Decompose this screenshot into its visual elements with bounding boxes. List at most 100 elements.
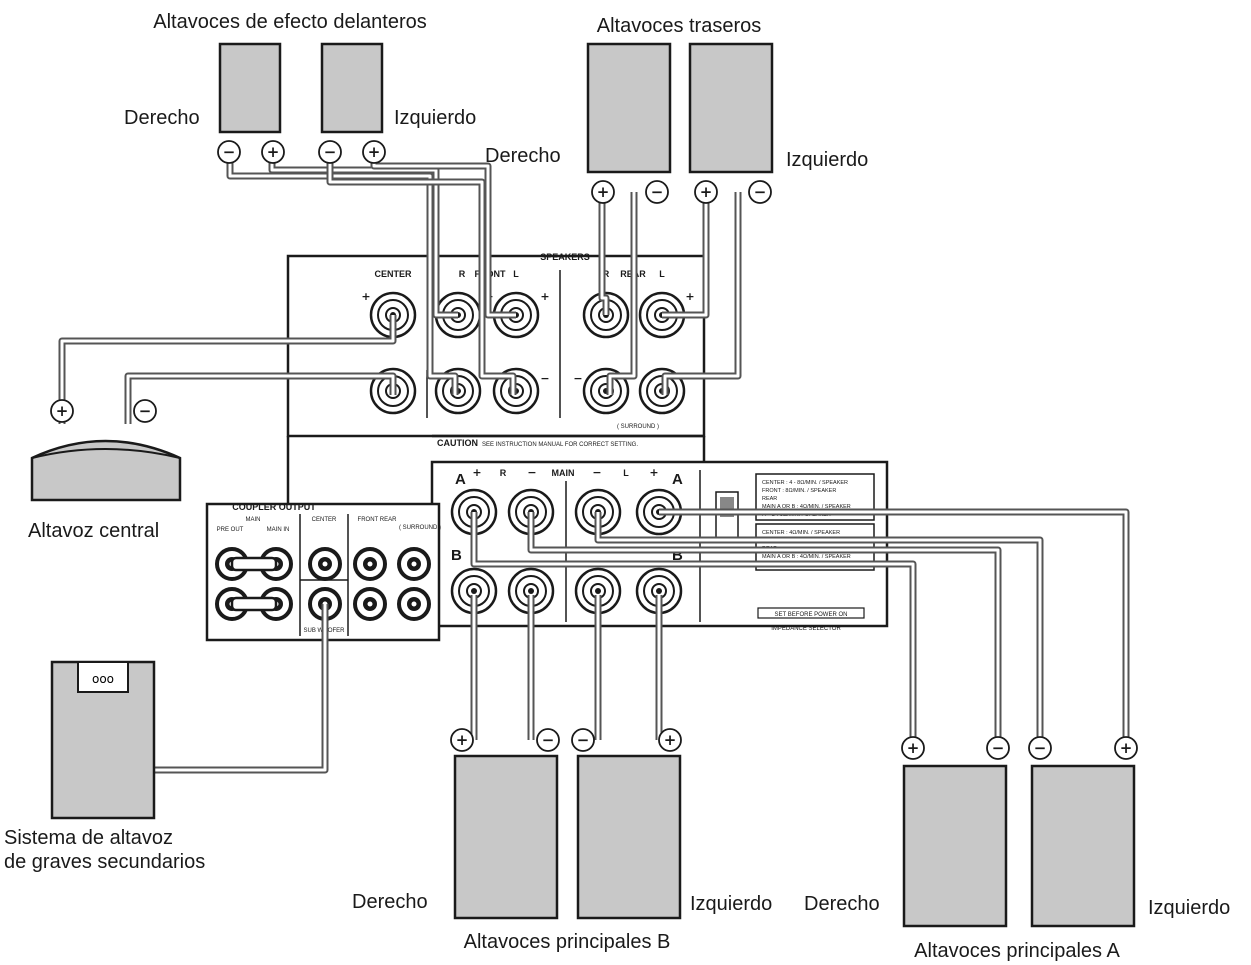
rear-l-minus-marker: − xyxy=(748,180,772,204)
minus-sign: − xyxy=(651,183,664,201)
plus-sign: + xyxy=(907,739,920,757)
impedance-spec-line: CENTER : 4 - 8Ω/MIN. / SPEAKER xyxy=(762,480,848,486)
main-a-right-speaker xyxy=(902,764,1008,928)
plus-terminal-sign: + xyxy=(649,466,658,479)
front-jack-top[interactable] xyxy=(353,547,387,581)
front-l-label: L xyxy=(513,269,519,279)
front-effect-r-minus-marker: − xyxy=(217,140,241,164)
front-effect-l-minus-marker: − xyxy=(318,140,342,164)
speaker-wires xyxy=(58,152,1130,774)
terminals: +−+++−−−++−−+ xyxy=(361,290,695,615)
front-effect-left-label: Izquierdo xyxy=(394,107,476,129)
minus-sign: − xyxy=(223,143,236,161)
main-a-speakers xyxy=(902,764,1136,928)
main-b-l-plus-marker: + xyxy=(658,728,682,752)
main-b-r-plus-terminal[interactable] xyxy=(450,567,498,615)
rear-r-plus-marker: + xyxy=(591,180,615,204)
impedance-selector-label: IMPEDANCE SELECTOR xyxy=(771,626,841,632)
front-effect-title: Altavoces de efecto delanteros xyxy=(153,11,427,33)
minus-sign: − xyxy=(324,143,337,161)
plus-sign: + xyxy=(664,731,677,749)
impedance-spec-line: CENTER : 4Ω/MIN. / SPEAKER xyxy=(762,530,840,536)
front-effect-r-plus-marker: + xyxy=(261,140,285,164)
front-r-label: R xyxy=(459,269,466,279)
main-a-left-speaker xyxy=(1030,764,1136,928)
main-a-r-minus-marker: − xyxy=(986,736,1010,760)
subwoofer-terminals: ooo xyxy=(92,672,114,686)
front-effect-l-minus-wire xyxy=(326,152,517,395)
polarity-markers: −+−++−+−+−+−−++−−+ xyxy=(50,140,1138,760)
rear-title: Altavoces traseros xyxy=(597,15,762,37)
plus-terminal-sign: + xyxy=(685,290,694,303)
main-a-r-minus-wire xyxy=(527,512,1002,748)
main-in-label: MAIN IN xyxy=(267,527,290,533)
minus-terminal-sign: − xyxy=(573,372,582,385)
rear-r-label: R xyxy=(603,269,610,279)
center-minus-wire xyxy=(124,372,397,424)
minus-sign: − xyxy=(754,183,767,201)
rear-left-label: Izquierdo xyxy=(786,149,868,171)
plus-sign: + xyxy=(456,731,469,749)
rear-jack-top[interactable] xyxy=(397,547,431,581)
coupler-center-jack[interactable] xyxy=(308,547,342,581)
main-b-speakers xyxy=(453,754,682,920)
main-a-left-label: Izquierdo xyxy=(1148,897,1230,919)
rear-r-plus-wire xyxy=(598,192,610,315)
minus-terminal-sign: − xyxy=(540,372,549,385)
main-b-left-label: Izquierdo xyxy=(690,893,772,915)
impedance-spec-line: MAIN A OR B : 4Ω/MIN. / SPEAKER xyxy=(762,504,851,510)
main-b-l-plus-terminal[interactable] xyxy=(635,567,683,615)
subwoofer-label-line2: de graves secundarios xyxy=(4,851,205,873)
main-b-left-speaker xyxy=(576,754,682,920)
main-a-left-label: A xyxy=(455,471,466,488)
coupler-bar xyxy=(230,596,278,612)
minus-terminal-sign: − xyxy=(527,466,536,479)
main-a-l-plus-marker: + xyxy=(1114,736,1138,760)
main-b-right-label: B xyxy=(672,547,683,564)
rca-jacks xyxy=(215,547,431,621)
rear-l-label: L xyxy=(659,269,665,279)
coupler-surround-label: ( SURROUND ) xyxy=(399,525,441,531)
plus-terminal-sign: + xyxy=(472,466,481,479)
coupler-bar xyxy=(230,556,278,572)
plus-terminal-sign: + xyxy=(361,290,370,303)
main-a-right-label: Derecho xyxy=(804,893,880,915)
center-speaker xyxy=(30,439,182,502)
subwoofer-label-line1: Sistema de altavoz xyxy=(4,827,173,849)
subwoofer-wire xyxy=(154,604,329,774)
plus-sign: + xyxy=(56,402,69,420)
main-b-r-plus-marker: + xyxy=(450,728,474,752)
main-a-l-minus-wire xyxy=(594,512,1044,748)
plus-sign: + xyxy=(1120,739,1133,757)
impedance-spec-line: REAR xyxy=(762,496,777,502)
rear-l-plus-wire xyxy=(662,192,710,319)
center-plus-marker: + xyxy=(50,399,74,423)
coupler-output-label: COUPLER OUTPUT xyxy=(232,502,316,512)
rear-speakers xyxy=(586,42,774,174)
center-plus-wire xyxy=(58,315,397,424)
main-label: MAIN xyxy=(552,468,575,478)
minus-terminal-sign: − xyxy=(592,466,601,479)
front-effect-right-label: Derecho xyxy=(124,107,200,129)
main-a-l-plus-wire xyxy=(659,508,1130,748)
center-speaker-label: Altavoz central xyxy=(28,520,159,542)
plus-sign: + xyxy=(597,183,610,201)
surround-label: ( SURROUND ) xyxy=(617,424,659,430)
main-a-l-minus-marker: − xyxy=(1028,736,1052,760)
minus-sign: − xyxy=(542,731,555,749)
main-b-right-speaker xyxy=(453,754,559,920)
speakers-terminal-panel xyxy=(286,254,706,438)
speakers-label: SPEAKERS xyxy=(540,252,590,262)
caution-label: CAUTION xyxy=(437,438,478,448)
main-r-label: R xyxy=(500,468,507,478)
front-jack-bottom[interactable] xyxy=(353,587,387,621)
minus-sign: − xyxy=(1034,739,1047,757)
plus-sign: + xyxy=(700,183,713,201)
main-b-l-minus-marker: − xyxy=(571,728,595,752)
center-label: CENTER xyxy=(374,269,412,279)
impedance-spec-line: MAIN A OR B : 4Ω/MIN. / SPEAKER xyxy=(762,554,851,560)
set-before-power-on: SET BEFORE POWER ON xyxy=(775,612,848,618)
rear-jack-bottom[interactable] xyxy=(397,587,431,621)
impedance-spec-line: FRONT : 8Ω/MIN. / SPEAKER xyxy=(762,488,836,494)
